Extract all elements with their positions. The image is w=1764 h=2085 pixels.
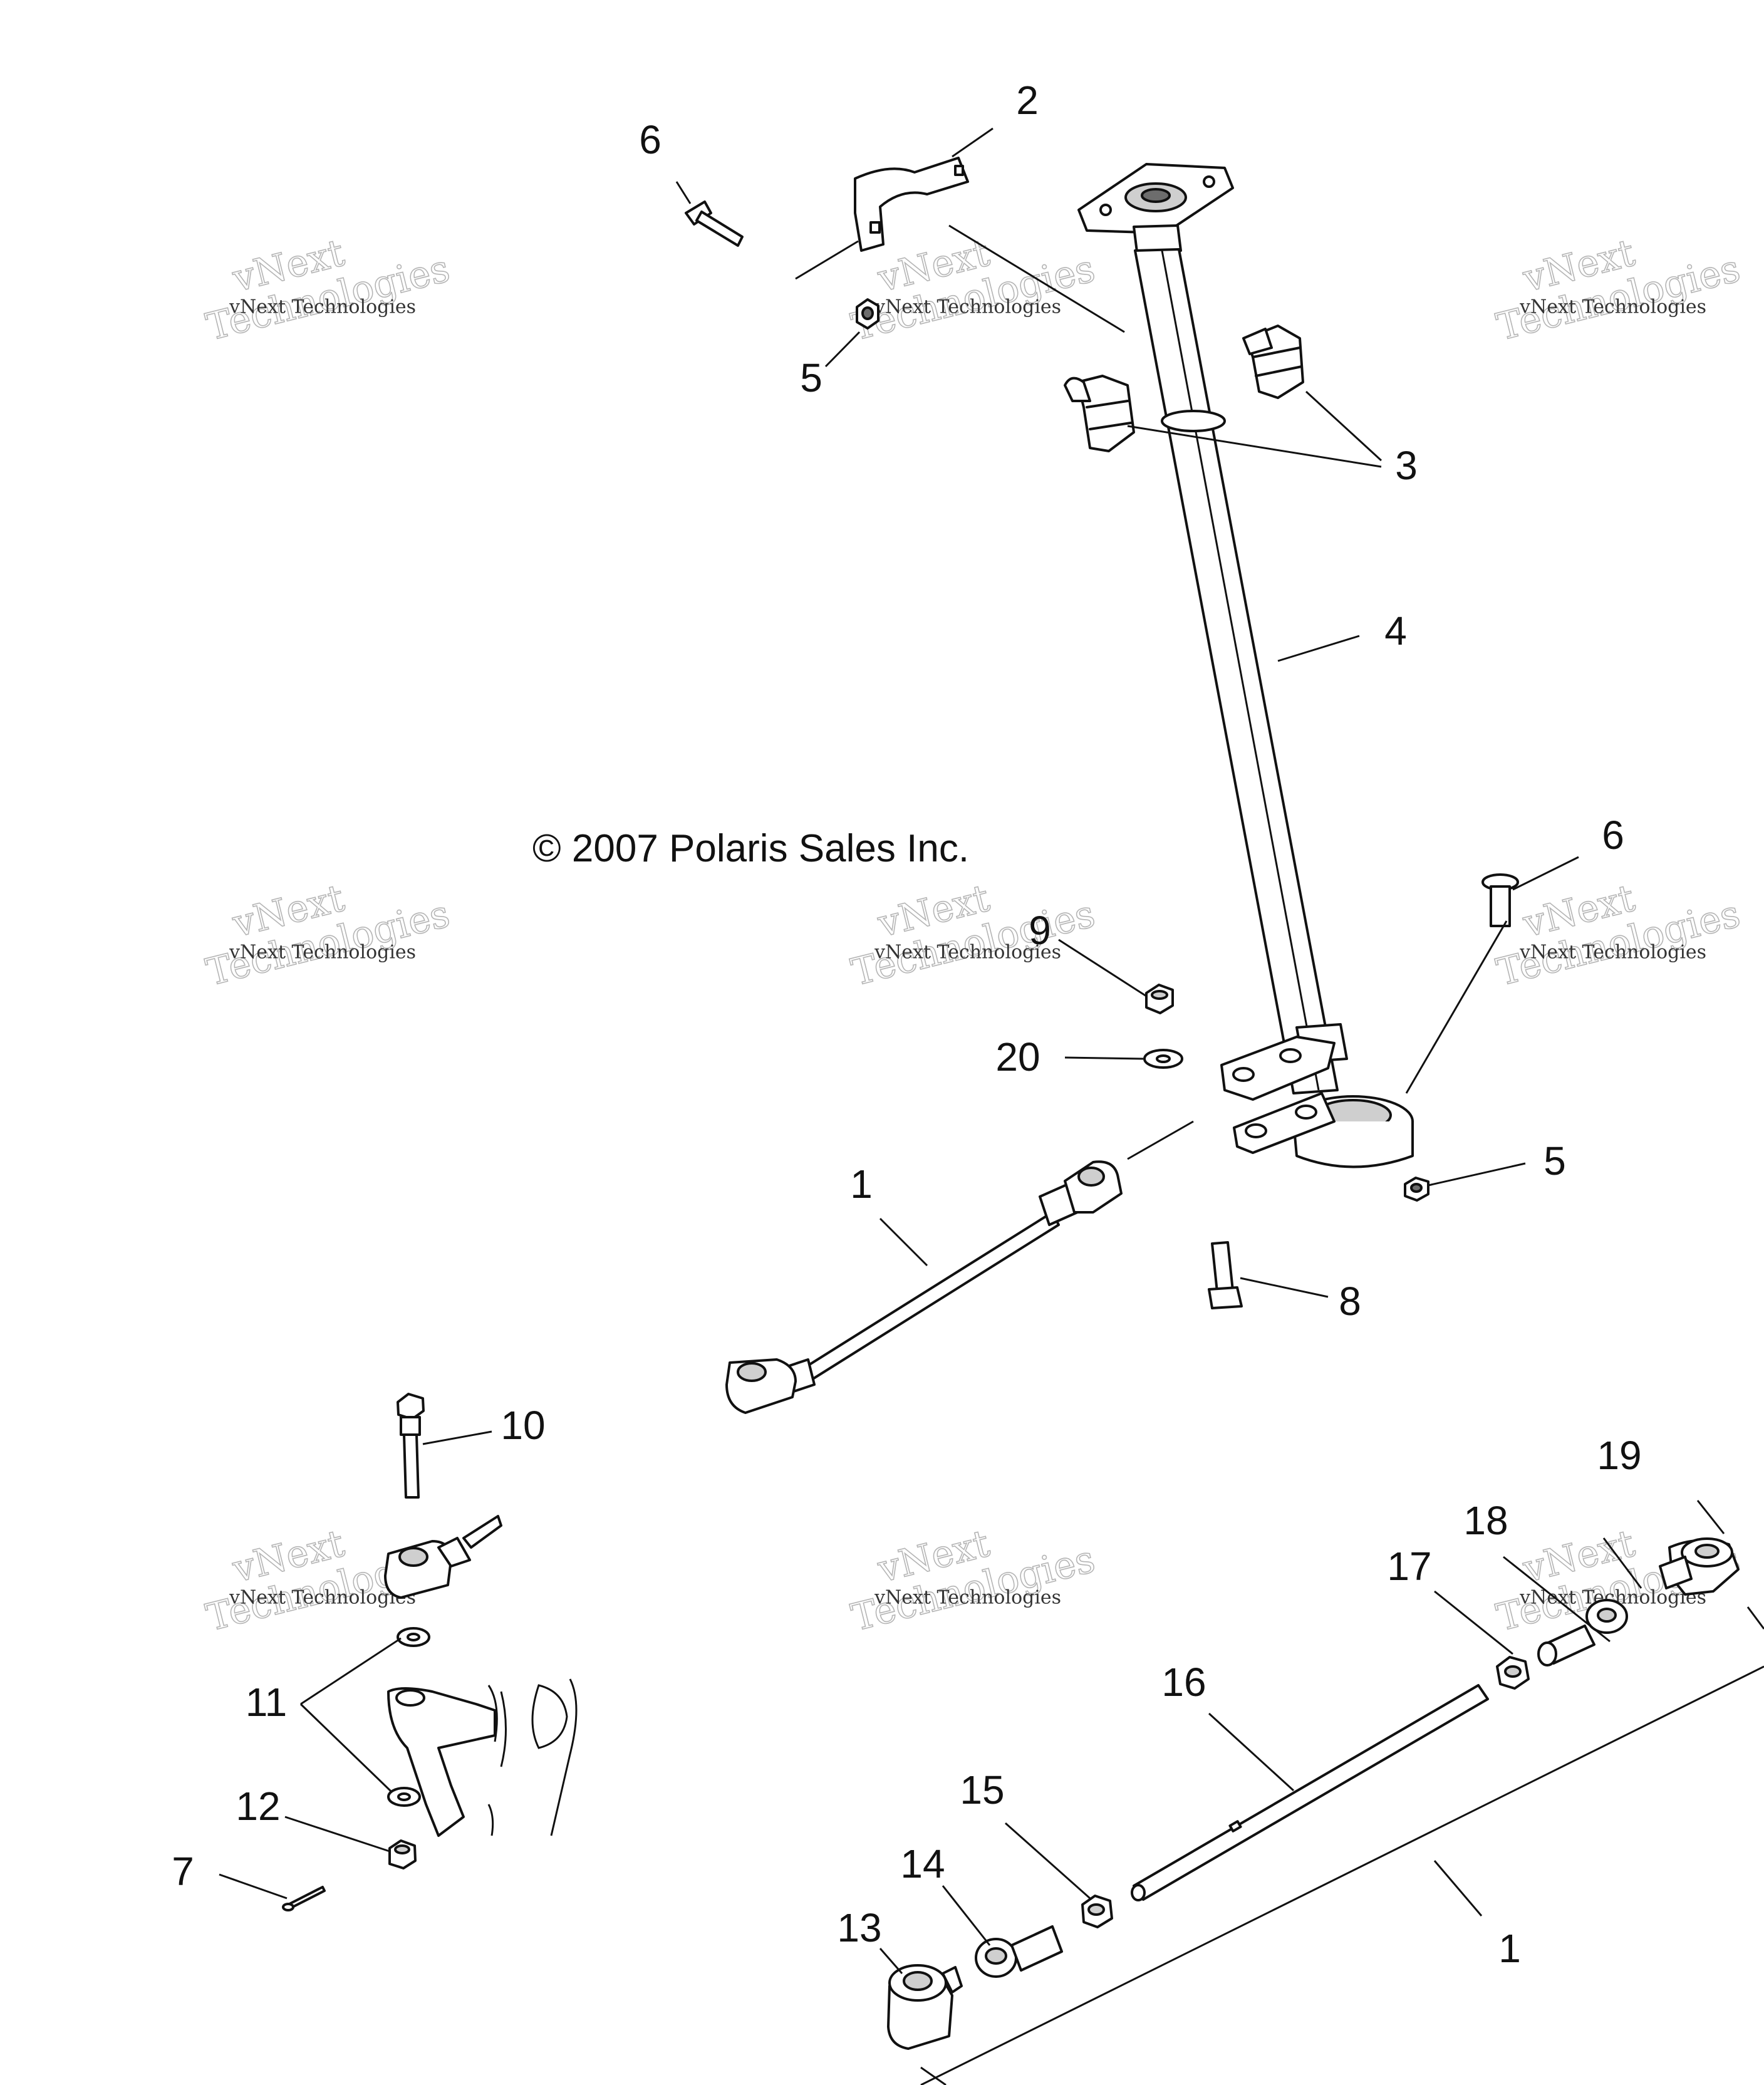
svg-text:vNext Technologies: vNext Technologies xyxy=(1519,941,1706,963)
callout-label: 8 xyxy=(1339,1279,1361,1324)
housing-part-19 xyxy=(1659,1537,1740,1596)
nut-part-17 xyxy=(1496,1656,1530,1690)
svg-text:vNext Technologies: vNext Technologies xyxy=(874,296,1061,318)
svg-text:vNext Technologies: vNext Technologies xyxy=(229,1586,416,1608)
shaft-part-16 xyxy=(1131,1684,1489,1901)
rod-end-part-18 xyxy=(1537,1599,1628,1666)
callout-label: 1 xyxy=(850,1162,873,1207)
callout-label: 5 xyxy=(1544,1138,1566,1183)
callout-label: 10 xyxy=(501,1403,545,1448)
steering-arm xyxy=(387,1678,578,1837)
bushings-part-3 xyxy=(1064,325,1304,452)
callout-label: 6 xyxy=(639,117,662,162)
callout-label: 19 xyxy=(1597,1433,1641,1478)
callout-label: 5 xyxy=(800,355,822,400)
callout-label: 16 xyxy=(1161,1660,1206,1705)
leader-lines xyxy=(219,127,1725,1974)
boot-part-1-bottom xyxy=(920,1606,1764,2085)
svg-text:vNext Technologies: vNext Technologies xyxy=(874,941,1061,963)
bolt-part-8 xyxy=(1208,1241,1243,1309)
callout-label: 12 xyxy=(236,1784,280,1829)
cotter-pin-part-7 xyxy=(282,1886,326,1911)
watermark: vNext Technologies vNext Technologies xyxy=(1492,231,1745,350)
washer-part-20 xyxy=(1143,1049,1183,1069)
watermark: vNext Technologies vNext Technologies xyxy=(202,231,455,350)
rod-end-part-14 xyxy=(975,1925,1063,1978)
watermark: vNext Technologies vNext Technologies xyxy=(847,876,1100,996)
nut-part-15 xyxy=(1081,1895,1113,1928)
callout-label: 9 xyxy=(1029,908,1051,953)
watermark: vNext Technologies vNext Technologies xyxy=(202,876,455,996)
callout-label: 14 xyxy=(900,1841,945,1886)
watermarks: vNext Technologies vNext Technologies vN… xyxy=(202,231,1745,1641)
nut-part-9 xyxy=(1145,984,1174,1014)
bolt-part-6-top xyxy=(685,200,744,247)
bolt-part-6-right xyxy=(1481,873,1519,927)
bolt-part-10 xyxy=(397,1393,425,1499)
svg-text:vNext Technologies: vNext Technologies xyxy=(229,296,416,318)
tie-rod-part-1-top xyxy=(725,1160,1123,1414)
callout-label: 2 xyxy=(1016,78,1039,123)
callout-label: 20 xyxy=(995,1034,1040,1079)
callout-label: 11 xyxy=(246,1680,287,1725)
svg-text:vNext Technologies: vNext Technologies xyxy=(874,1586,1061,1608)
nut-part-5-top xyxy=(856,298,879,330)
callout-label: 7 xyxy=(172,1849,194,1894)
callout-label: 18 xyxy=(1463,1498,1508,1543)
callout-label: 17 xyxy=(1387,1544,1431,1589)
svg-text:vNext Technologies: vNext Technologies xyxy=(1519,296,1706,318)
left-ball-joint xyxy=(384,1515,502,1599)
nut-part-12 xyxy=(388,1839,417,1869)
watermark: vNext Technologies vNext Technologies xyxy=(847,1521,1100,1641)
callout-label: 3 xyxy=(1395,443,1418,488)
callout-label: 1 xyxy=(1498,1926,1521,1971)
watermark: vNext Technologies vNext Technologies xyxy=(1492,876,1745,996)
svg-text:vNext Technologies: vNext Technologies xyxy=(229,941,416,963)
washers-part-11 xyxy=(387,1627,430,1807)
callout-numbers: 1 1 2 3 4 5 5 6 6 7 8 9 10 11 12 13 14 1… xyxy=(172,78,1641,1971)
steering-column xyxy=(1077,163,1414,1168)
callout-label: 13 xyxy=(837,1905,881,1950)
copyright-text: © 2007 Polaris Sales Inc. xyxy=(532,827,969,870)
nut-part-5-right xyxy=(1404,1177,1429,1202)
callout-label: 6 xyxy=(1602,813,1624,858)
callout-label: 15 xyxy=(960,1767,1004,1812)
housing-part-13 xyxy=(887,1964,963,2050)
callout-label: 4 xyxy=(1384,608,1407,653)
clamp-part-2 xyxy=(854,157,969,252)
